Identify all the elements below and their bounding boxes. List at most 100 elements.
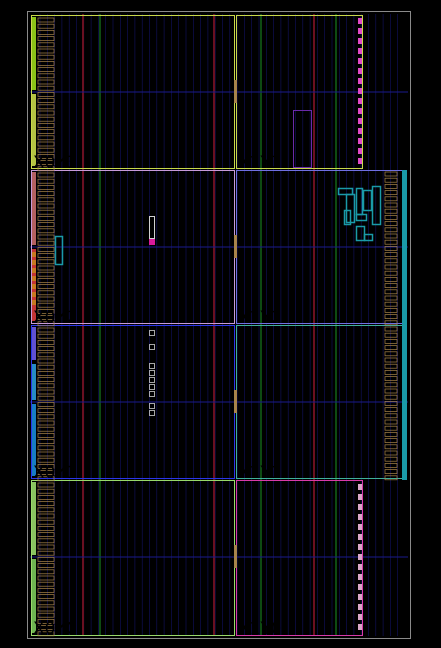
io-tile	[384, 283, 398, 288]
io-marker	[358, 494, 362, 500]
placed-cell	[355, 225, 366, 242]
io-marker	[358, 18, 362, 24]
placed-cell	[149, 363, 155, 369]
io-tile	[384, 320, 398, 326]
io-marker	[358, 38, 362, 44]
io-tile	[37, 36, 55, 41]
io-tile	[384, 308, 398, 313]
io-tile	[37, 495, 55, 500]
io-tile	[384, 357, 398, 363]
io-marker	[358, 28, 362, 34]
region-label-x0y0: X0Y0	[33, 619, 77, 639]
io-tile	[384, 215, 398, 220]
io-marker	[358, 524, 362, 530]
io-tile	[37, 433, 55, 438]
io-marker	[358, 534, 362, 540]
io-tile	[384, 246, 398, 251]
clock-marker	[32, 252, 36, 257]
io-tile	[37, 408, 55, 413]
io-marker	[358, 544, 362, 550]
region-label-x0y2: X0Y2	[33, 308, 77, 328]
io-tile	[37, 501, 55, 506]
io-tile	[384, 438, 398, 443]
io-tile	[384, 252, 398, 257]
io-tile	[37, 346, 55, 351]
io-tile	[37, 253, 55, 258]
io-tile	[37, 526, 55, 531]
io-marker	[358, 58, 362, 64]
io-tile	[37, 296, 55, 302]
io-tile	[37, 228, 55, 234]
clock-marker	[32, 268, 36, 273]
io-tile	[384, 202, 398, 208]
io-tile	[37, 581, 55, 587]
io-tile	[37, 327, 55, 333]
io-tile	[384, 208, 398, 214]
io-tile	[37, 464, 55, 469]
io-tile	[37, 154, 55, 159]
io-tile	[37, 42, 55, 48]
placed-cell	[149, 403, 155, 409]
io-tile	[384, 401, 398, 406]
io-tile	[384, 444, 398, 450]
io-tile	[37, 612, 55, 618]
io-tile	[37, 364, 55, 370]
io-tile	[384, 363, 398, 369]
io-tile	[384, 370, 398, 375]
io-tile	[384, 376, 398, 381]
region-label-x1y2: X1Y2	[238, 308, 282, 328]
io-tile	[37, 178, 55, 184]
io-tile	[37, 414, 55, 420]
io-marker	[358, 68, 362, 74]
io-tile	[37, 147, 55, 153]
io-marker	[358, 614, 362, 620]
placed-cell	[149, 410, 155, 416]
io-tile	[37, 402, 55, 407]
clock-buffer	[234, 80, 237, 103]
io-tile	[37, 290, 55, 296]
io-tile	[384, 413, 398, 419]
placed-cell	[149, 377, 155, 383]
io-tile	[37, 377, 55, 382]
io-tile	[384, 295, 398, 301]
clock-marker	[32, 276, 36, 281]
io-tile	[37, 625, 55, 630]
io-tile	[37, 191, 55, 196]
io-tile	[384, 432, 398, 437]
io-tile	[37, 160, 55, 165]
io-tile	[37, 259, 55, 265]
io-tile	[37, 426, 55, 432]
io-tile	[37, 73, 55, 79]
clock-marker	[32, 284, 36, 289]
io-tile	[37, 123, 55, 128]
clock-marker	[32, 260, 36, 265]
clock-buffer	[234, 235, 237, 258]
io-tile	[37, 340, 55, 345]
io-marker	[358, 88, 362, 94]
io-tile	[384, 233, 398, 239]
io-tile	[384, 388, 398, 394]
io-tile	[37, 240, 55, 246]
io-tile	[37, 550, 55, 556]
io-tile	[37, 222, 55, 227]
io-tile	[37, 321, 55, 327]
io-tile	[37, 166, 55, 172]
io-tile	[384, 419, 398, 425]
io-tile	[37, 98, 55, 103]
io-tile	[37, 30, 55, 35]
io-tile	[384, 190, 398, 195]
io-tile	[37, 302, 55, 308]
io-tile	[37, 395, 55, 401]
io-tile	[37, 110, 55, 116]
io-tile	[37, 67, 55, 72]
clock-spine-segment	[32, 172, 36, 245]
clock-spine-segment	[32, 482, 36, 555]
io-tile	[384, 394, 398, 400]
io-tile	[37, 544, 55, 550]
io-tile	[37, 519, 55, 525]
clock-marker	[32, 292, 36, 297]
io-marker	[358, 48, 362, 54]
io-tile	[37, 23, 55, 29]
io-tile	[384, 177, 398, 183]
